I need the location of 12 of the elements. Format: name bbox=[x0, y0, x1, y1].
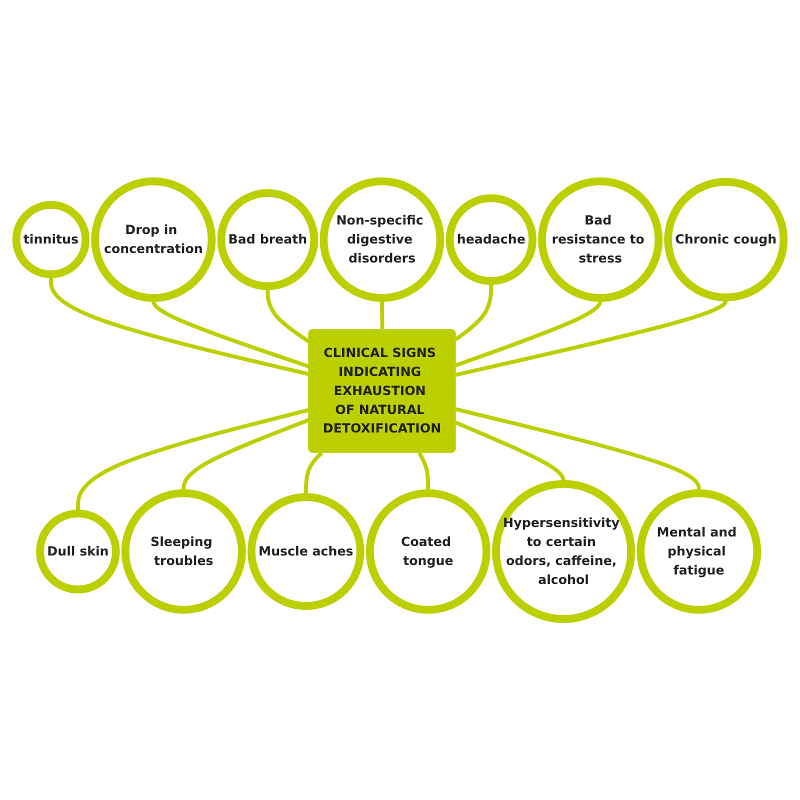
node-circle: Non-specific digestive disorders bbox=[320, 177, 444, 302]
node-circle: Bad resistance to stress bbox=[538, 177, 663, 302]
node-circle: tinnitus bbox=[12, 200, 90, 278]
node-circle: Drop in concentration bbox=[91, 177, 216, 302]
node-circle: Muscle aches bbox=[248, 492, 364, 610]
node-circle: Bad breath bbox=[217, 188, 318, 290]
node-circle: Dull skin bbox=[36, 509, 120, 594]
node-circle: Coated tongue bbox=[366, 489, 490, 614]
node-circle: Chronic cough bbox=[664, 178, 788, 302]
node-circle: headache bbox=[446, 194, 536, 285]
node-circle: Sleeping troubles bbox=[121, 489, 246, 614]
node-circle: Mental and physical fatigue bbox=[636, 489, 762, 614]
